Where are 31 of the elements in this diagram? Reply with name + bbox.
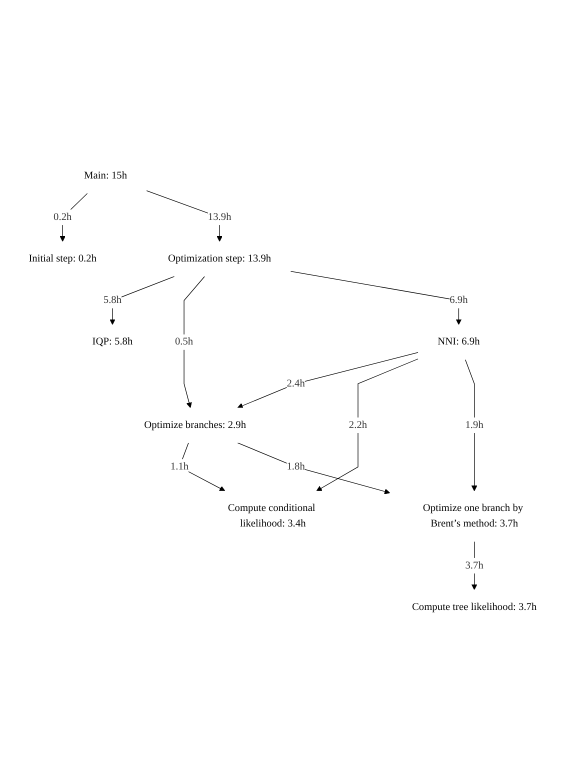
node-text: Compute conditional likelihood: 3.4h: [228, 502, 316, 530]
arrow: [237, 352, 418, 408]
arrow: [184, 276, 205, 408]
edge-label: 3.7h: [465, 560, 484, 571]
node-text: Main: 15h: [84, 170, 128, 181]
arrow: [464, 359, 478, 492]
node-text: IQP: 5.8h: [92, 336, 133, 348]
arrow: [110, 276, 175, 325]
edge-label: 5.8h: [103, 294, 122, 306]
edge-label: 2.2h: [348, 419, 368, 430]
edge-label: 13.9h: [208, 211, 232, 223]
node-text: Compute tree likelihood: 3.7h: [412, 601, 537, 612]
edge-label: 0.2h: [54, 211, 72, 223]
node-text: Optimize one branch by Brent’s method: 3.7h: [422, 502, 524, 530]
node-text: Optimize branches: 2.9h: [144, 419, 246, 430]
edge-label: 2.4h: [286, 378, 305, 389]
arrow: [471, 541, 478, 590]
node-text: Optimization step: 13.9h: [168, 253, 272, 264]
arrow: [237, 442, 390, 494]
edge-label: 1.8h: [286, 461, 305, 472]
arrow: [146, 190, 222, 242]
arrow: [290, 270, 462, 325]
arrow: [316, 358, 418, 492]
arrow: [179, 442, 226, 492]
arrow: [60, 192, 88, 242]
node-text: Initial step: 0.2h: [28, 253, 97, 264]
node-text: NNI: 6.9h: [438, 336, 480, 348]
edge-label: 6.9h: [450, 294, 468, 306]
edge-label: 1.9h: [465, 419, 484, 430]
edge-label: 0.5h: [174, 336, 194, 348]
edge-label: 1.1h: [170, 461, 189, 472]
